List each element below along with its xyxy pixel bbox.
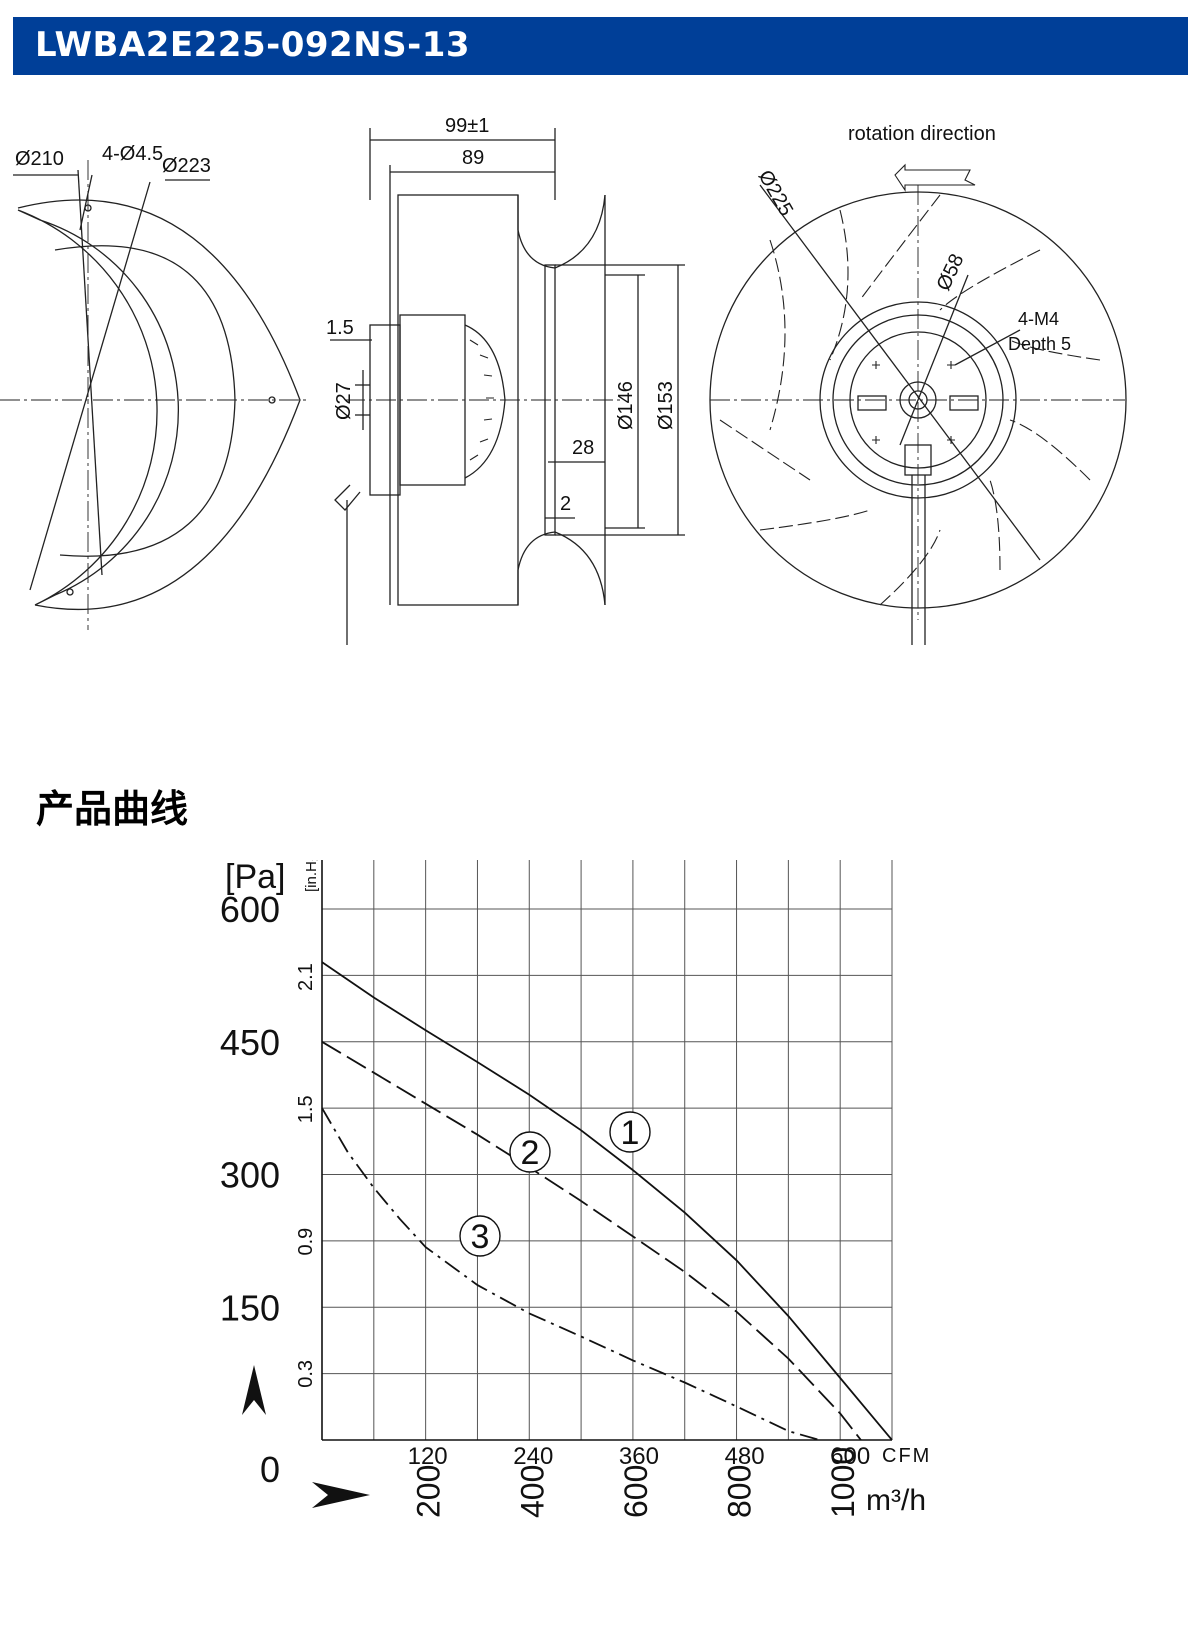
y2-tick-label: 0.3 <box>295 1360 317 1388</box>
dim-d146: Ø146 <box>615 381 637 430</box>
dim-d27: Ø27 <box>333 382 355 420</box>
series-callout-circle <box>509 1131 551 1173</box>
rotation-label: rotation direction <box>848 123 996 145</box>
series-callout-circle <box>609 1111 651 1153</box>
rear-view <box>709 163 1127 645</box>
dim-d225: Ø225 <box>754 167 798 220</box>
x-tick-label: 1000 <box>825 1447 861 1518</box>
y-arrow-icon <box>242 1365 266 1415</box>
series-callout-label: 2 <box>521 1134 540 1172</box>
dim-w89: 89 <box>462 147 484 169</box>
dim-holes: 4-Ø4.5 <box>102 143 163 165</box>
performance-chart: 0 150 300 450 600 0.3 0.9 1.5 2.1 [Pa] [in.H₂O] 200… <box>220 860 931 1518</box>
y-tick-label: 0 <box>260 1449 280 1490</box>
x-tick-label: 200 <box>411 1465 447 1518</box>
y2-tick-label: 1.5 <box>295 1095 317 1123</box>
section-heading: 产品曲线 <box>36 787 189 831</box>
dim-w99: 99±1 <box>445 115 489 137</box>
x-tick-label: 400 <box>514 1465 550 1518</box>
x2-tick-label: 120 <box>408 1443 448 1470</box>
dim-l28: 28 <box>572 437 594 459</box>
side-view <box>330 128 685 645</box>
y2-unit-label: [in.H₂O] <box>303 860 320 892</box>
x2-tick-label: 480 <box>725 1443 765 1470</box>
x-tick-label: 800 <box>722 1465 758 1518</box>
x-arrow-icon <box>312 1482 370 1508</box>
x2-tick-label: 360 <box>619 1443 659 1470</box>
y-tick-label: 300 <box>220 1155 280 1196</box>
y-tick-label: 450 <box>220 1022 280 1063</box>
dim-d210: Ø210 <box>15 148 64 170</box>
series-callout-circle <box>459 1215 501 1257</box>
product-title: LWBA2E225-092NS-13 <box>35 25 471 65</box>
dim-d223: Ø223 <box>162 155 211 177</box>
series-line-1 <box>321 961 893 1441</box>
x2-unit-label: CFM <box>882 1445 931 1467</box>
series-line-3 <box>321 1107 820 1441</box>
y-tick-label: 600 <box>220 889 280 930</box>
y2-tick-label: 2.1 <box>295 963 317 991</box>
dim-depth: Depth 5 <box>1008 334 1071 354</box>
title-bar: LWBA2E225-092NS-13 <box>13 17 1188 75</box>
series-line-2 <box>321 1041 862 1441</box>
y-unit-label: [Pa] <box>225 860 285 896</box>
chart-series <box>321 961 893 1441</box>
x-unit-label: m³/h <box>866 1484 926 1517</box>
x2-tick-label: 600 <box>830 1443 870 1470</box>
technical-drawings: Ø210 4-Ø4.5 Ø223 99±1 89 1.5 Ø27 Ø146 Ø1… <box>0 115 1127 645</box>
front-view <box>0 160 310 630</box>
x-tick-label: 600 <box>618 1465 654 1518</box>
dim-l2: 2 <box>560 493 571 515</box>
chart-axes <box>242 860 892 1508</box>
dim-t15: 1.5 <box>326 317 354 339</box>
chart-labels: 0 150 300 450 600 0.3 0.9 1.5 2.1 [Pa] [in.H₂O] 200… <box>220 860 931 1518</box>
y-tick-label: 150 <box>220 1287 280 1328</box>
dim-m4: 4-M4 <box>1018 309 1059 329</box>
series-callout-label: 1 <box>621 1114 640 1152</box>
x2-tick-label: 240 <box>513 1443 553 1470</box>
dim-d153: Ø153 <box>655 381 677 430</box>
series-callout-label: 3 <box>471 1218 490 1256</box>
y2-tick-label: 0.9 <box>295 1228 317 1256</box>
